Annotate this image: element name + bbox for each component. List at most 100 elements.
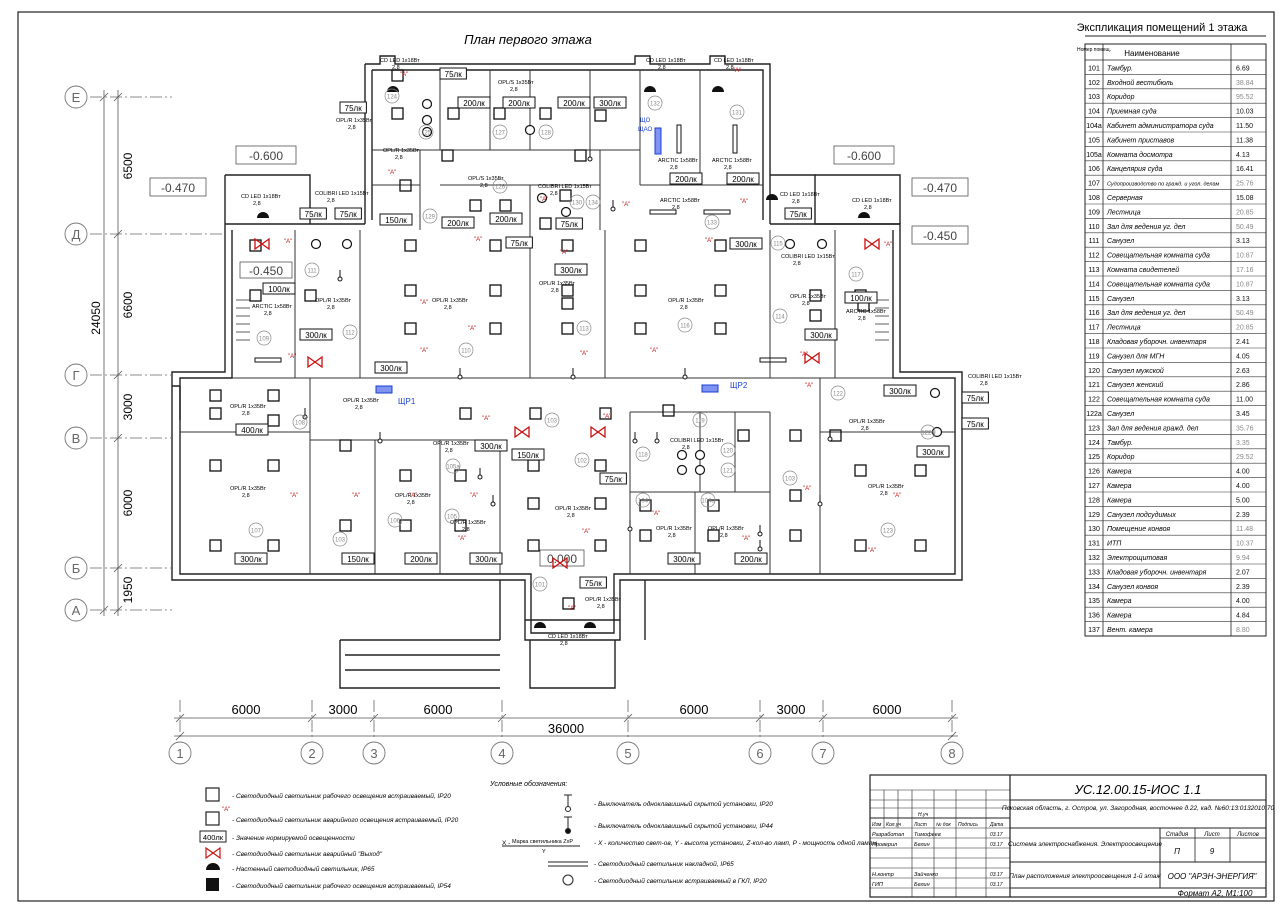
lux-tag: 75лк (345, 104, 363, 113)
emergency-mark: "А" (388, 170, 396, 176)
fixture-label: ARCTIC 1х58Вт (658, 158, 698, 164)
lux-tag-box (804, 328, 838, 341)
expl-row-name: Санузел женский (1107, 381, 1163, 389)
recessed-fixture (634, 239, 647, 252)
expl-row-name: ИТП (1107, 541, 1122, 548)
fixture-height: 2,8 (550, 191, 558, 197)
fixture-height: 2,8 (793, 261, 801, 267)
recessed-fixture (391, 69, 404, 82)
fixture-height: 2,8 (560, 641, 568, 647)
lux-tag-box (457, 96, 491, 109)
h-kol: Кол.уч (886, 822, 901, 828)
system-name: Система электроснабжения. Электроосвещен… (1008, 840, 1162, 848)
room-number-circle (647, 95, 663, 111)
lux-tag: 200лк (495, 215, 517, 224)
plan-title: План первого этажа (464, 32, 592, 47)
org-name: ООО "АРЭН-ЭНЕРГИЯ" (1168, 872, 1258, 881)
expl-row-area: 20.85 (1236, 209, 1254, 216)
emergency-mark: "А" (650, 348, 658, 354)
fixture-label: OPL/R 1х35Вт (539, 281, 575, 287)
recessed-fixture (639, 499, 652, 512)
expl-row-area: 50.49 (1236, 224, 1254, 231)
legend-title: Условные обозначения: (489, 780, 567, 788)
recessed-fixture (527, 459, 540, 472)
legend-right-3: - X - количество свет-ов, Y - высота уст… (594, 839, 877, 847)
lux-tag-box (669, 172, 703, 185)
wall-fixture (584, 622, 596, 628)
panel-shch2-icon (701, 384, 719, 393)
lux-tag: 150лк (347, 555, 369, 564)
lux-tag: 300лк (599, 99, 621, 108)
emergency-mark: "А" (580, 351, 588, 357)
legend-left-3: - Значение нормируемой освещенности (232, 834, 355, 842)
expl-row-name: Зал для ведения уг. дел (1107, 223, 1185, 231)
expl-row-area: 2.41 (1236, 339, 1250, 346)
wall-fixture (712, 86, 724, 92)
room-number-circle (544, 412, 560, 428)
expl-row-name: Камера (1107, 497, 1132, 504)
recessed-fixture (539, 217, 552, 230)
emergency-mark: "А" (468, 326, 476, 332)
emergency-mark: "А" (582, 529, 590, 535)
axis-number-bubble (811, 741, 835, 765)
expl-row-area: 8.80 (1236, 627, 1250, 634)
expl-row-area: 4.00 (1236, 598, 1250, 605)
fixture-height: 2,8 (348, 125, 356, 131)
panel-shch1-label: ЩР1 (398, 397, 416, 406)
expl-row-name: Комната свидетелей (1107, 266, 1179, 274)
expl-row-area: 11.38 (1236, 137, 1253, 144)
lux-tag-box (555, 217, 583, 230)
switch (337, 276, 343, 282)
bottom-dim-5: 3000 (777, 702, 806, 717)
emergency-mark: "А" (420, 300, 428, 306)
emergency-mark: "А" (288, 354, 296, 360)
room-number: 113 (579, 327, 589, 333)
room-number: 130 (572, 201, 583, 207)
room-number: 114 (775, 315, 785, 321)
axis-letter-bubble (64, 222, 88, 246)
expl-row-num: 136 (1088, 613, 1100, 620)
emergency-mark: "А" (733, 68, 741, 74)
axis-number-bubble (940, 741, 964, 765)
room-number-circle (729, 104, 745, 120)
lux-tag-box (916, 445, 950, 458)
expl-row-area: 17.16 (1236, 267, 1254, 274)
switch (682, 374, 688, 380)
legend-marking-label: Марка светильника ZхP (512, 839, 573, 845)
exit-sign (514, 425, 530, 439)
explication-title: Экспликация помещений 1 этажа (1077, 22, 1249, 34)
room-number: 103 (335, 538, 346, 544)
fixture-label: OPL/R 1х35Вт (849, 419, 885, 425)
lux-tag: 300лк (922, 448, 944, 457)
r3-date: 03.17 (990, 872, 1003, 878)
recessed-fixture (339, 519, 352, 532)
room-number-circle (422, 208, 438, 224)
expl-row-num: 102 (1088, 80, 1100, 87)
expl-row-num: 126 (1088, 469, 1100, 476)
lux-tag-box (599, 472, 627, 485)
legend: Условные обозначения: - Светодиодный све… (199, 780, 877, 891)
axis-letter-label: Б (72, 561, 81, 576)
lux-tag: 100лк (850, 294, 872, 303)
axis-number-label: 7 (819, 746, 826, 761)
surface-fixture (759, 357, 787, 363)
panel-eao-label: ЩАО (638, 127, 652, 133)
room-number: 110 (461, 349, 471, 355)
expl-row-num: 128 (1088, 497, 1100, 504)
fixture-label: OPL/S 1х35Вт (468, 176, 504, 182)
address-line: Псковская область, г. Остров, ул. Загоро… (1002, 804, 1275, 812)
room-number-circle (492, 178, 508, 194)
fixture-label: OPL/R 1х35Вт (383, 148, 419, 154)
expl-row-area: 11.50 (1236, 123, 1253, 130)
round-fixture (421, 126, 433, 138)
room-number: 124 (387, 95, 398, 101)
expl-row-name: Камера (1107, 598, 1132, 605)
room-number-circle (387, 512, 403, 528)
legend-left-2: - Светодиодный светильник аварийного осв… (232, 816, 459, 824)
sheet-frame (17, 11, 1275, 902)
expl-row-name: Тамбур. (1107, 64, 1133, 72)
expl-row-num: 113 (1088, 267, 1099, 274)
expl-row-num: 121 (1088, 382, 1100, 389)
fixture-label: OPL/R 1х35Вт (315, 298, 351, 304)
